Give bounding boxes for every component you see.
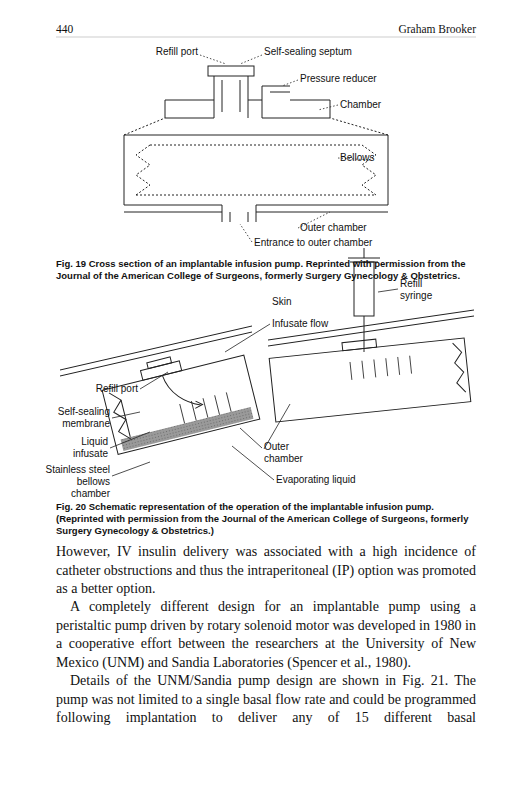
part-label: Refill syringe	[400, 278, 450, 302]
part-label: Self-sealing membrane	[56, 406, 110, 430]
part-label: Liquid infusate	[56, 436, 108, 460]
part-label: Refill port	[130, 46, 198, 58]
page-number: 440	[56, 22, 116, 36]
part-label: Self-sealing septum	[264, 46, 384, 58]
part-label: Evaporating liquid	[276, 474, 386, 486]
body-paragraph: Details of the UNM/Sandia pump design ar…	[56, 672, 476, 728]
part-label: Outer chamber	[300, 222, 400, 234]
part-label: Stainless steel bellows chamber	[44, 464, 110, 500]
part-label: Refill port	[60, 383, 138, 395]
body-paragraph: However, IV insulin delivery was associa…	[56, 543, 476, 599]
part-label: Infusate flow	[272, 318, 362, 330]
body-paragraph: A completely different design for an imp…	[56, 598, 476, 672]
part-label: Chamber	[340, 99, 410, 111]
part-label: Skin	[272, 296, 322, 308]
part-label: Entrance to outer chamber	[254, 237, 414, 249]
pump-operation-schematic	[60, 248, 474, 480]
running-head: Graham Brooker	[336, 22, 476, 36]
part-label: Outer chamber	[264, 441, 314, 465]
figure-caption: Fig. 20 Schematic representation of the …	[56, 501, 476, 537]
part-label: Bellows	[340, 152, 410, 164]
part-label: Pressure reducer	[300, 73, 410, 85]
